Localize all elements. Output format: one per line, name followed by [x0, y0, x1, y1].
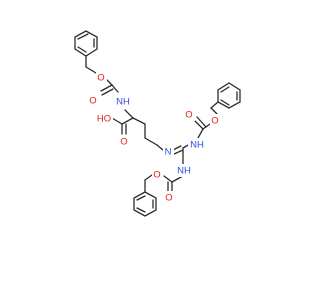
bond	[210, 101, 219, 109]
svg-text:O: O	[185, 110, 192, 121]
atom-nh-alpha: NH	[114, 95, 132, 108]
benzene-ring-bottom	[133, 191, 157, 217]
bond	[156, 144, 164, 151]
molecule-diagram: O O NH HO O N NH O O NH O O	[74, 30, 241, 217]
bond	[144, 174, 153, 181]
bond	[173, 149, 184, 155]
svg-text:NH: NH	[190, 140, 204, 151]
bond	[196, 116, 207, 128]
bond	[172, 145, 182, 151]
atom-nh-guanidine-1: NH	[188, 138, 206, 151]
atom-ho-acid: HO	[95, 112, 113, 125]
atom-n-delta: N	[163, 145, 174, 158]
bond	[132, 117, 146, 125]
benzene-ring-top	[74, 30, 98, 57]
atom-o-ester-2: O	[210, 114, 221, 127]
bond	[202, 123, 211, 130]
svg-text:O: O	[120, 137, 127, 148]
bond	[121, 117, 134, 125]
svg-text:N: N	[165, 147, 172, 158]
svg-text:O: O	[153, 170, 160, 181]
bond	[197, 128, 204, 139]
svg-text:NH: NH	[177, 166, 191, 177]
svg-text:HO: HO	[97, 114, 111, 125]
atom-o-carbonyl-2: O	[184, 108, 195, 121]
bond	[85, 66, 97, 74]
svg-text:O: O	[165, 193, 172, 204]
svg-text:O: O	[211, 116, 218, 127]
svg-text:O: O	[89, 96, 96, 107]
bond	[124, 109, 134, 119]
atom-o-carbonyl-3: O	[164, 191, 175, 204]
atom-o-acid: O	[119, 135, 130, 148]
bond	[101, 88, 114, 96]
bond	[144, 137, 158, 146]
atom-o-carbonyl-1: O	[88, 94, 99, 107]
bond	[163, 175, 173, 183]
svg-text:NH: NH	[116, 97, 130, 108]
structure-drawing: O O NH HO O N NH O O NH O O	[74, 30, 241, 217]
atom-nh-guanidine-2: NH	[175, 164, 193, 177]
bond	[100, 84, 113, 92]
bond	[111, 117, 123, 125]
bond	[111, 84, 119, 93]
benzene-ring-right	[217, 82, 241, 109]
svg-text:O: O	[97, 73, 104, 84]
atom-o-ester-3: O	[152, 168, 163, 181]
atom-o-ester-1: O	[96, 71, 107, 84]
bond	[193, 119, 204, 130]
